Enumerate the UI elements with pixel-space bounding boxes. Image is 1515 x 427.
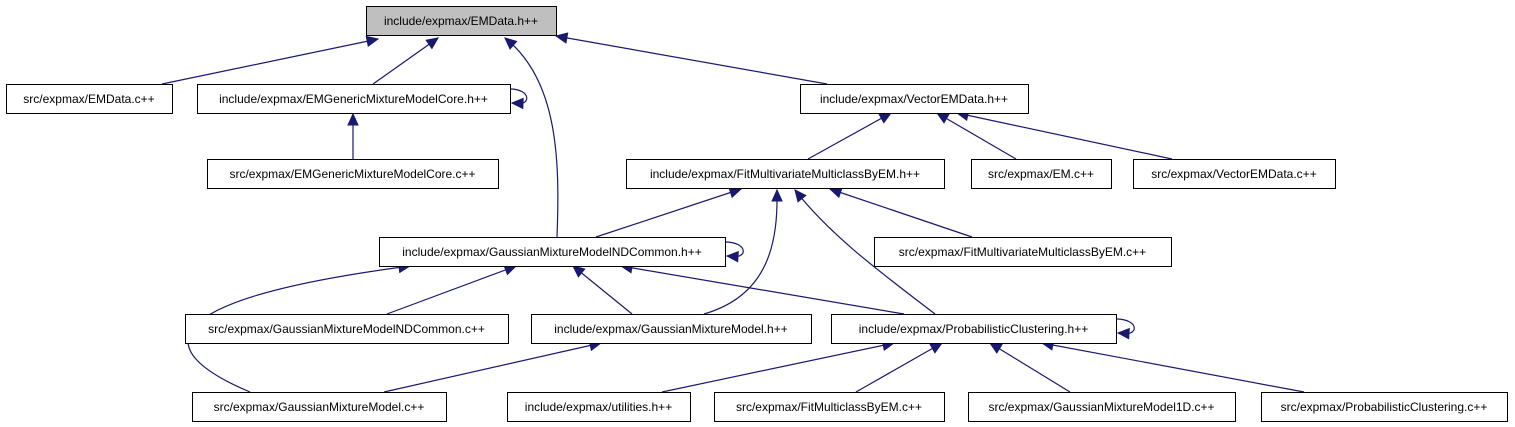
node-fitmulti_h[interactable]: include/expmax/FitMultivariateMulticlass… (626, 159, 945, 189)
node-label: include/expmax/VectorEMData.h++ (820, 92, 1008, 106)
edge-fitmulti_h-to-vectoremdata_h-arrowhead (878, 112, 893, 124)
node-fitmulti_c[interactable]: src/expmax/FitMultivariateMulticlassByEM… (874, 237, 1172, 267)
node-probclust_c[interactable]: src/expmax/ProbabilisticClustering.c++ (1261, 392, 1508, 422)
edge-gmmnd_h-to-fitmulti_h-arrowhead (728, 187, 743, 199)
node-box[interactable] (185, 314, 509, 344)
node-box[interactable] (192, 392, 447, 422)
edge-fitmulti_h-to-vectoremdata_h (807, 112, 892, 160)
edge-gmmcore_h-to-gmmcore_h-arrowhead (510, 97, 524, 110)
edge-fitmulticlass_c-to-probclust_h-arrowhead (929, 342, 944, 354)
edges-layer (161, 32, 1305, 393)
edge-gmmcore_h-to-emdata_h (372, 37, 439, 85)
node-vectoremdata_h[interactable]: include/expmax/VectorEMData.h++ (800, 84, 1029, 114)
node-label: src/expmax/VectorEMData.c++ (1151, 167, 1316, 181)
node-emdata_c[interactable]: src/expmax/EMData.c++ (6, 84, 173, 114)
node-label: include/expmax/EMData.h++ (384, 14, 538, 28)
node-label: include/expmax/ProbabilisticClustering.h… (859, 322, 1088, 336)
edge-gmm_h-to-gmmnd_h-arrowhead (572, 265, 586, 278)
node-label: src/expmax/FitMultivariateMulticlassByEM… (899, 245, 1146, 259)
node-fitmulticlass_c[interactable]: src/expmax/FitMulticlassByEM.c++ (714, 392, 945, 422)
node-emdata_h[interactable]: include/expmax/EMData.h++ (366, 6, 557, 36)
edge-probclust_h-to-gmmnd_h (620, 265, 905, 315)
node-label: include/expmax/utilities.h++ (525, 400, 672, 414)
node-gmm_c[interactable]: src/expmax/GaussianMixtureModel.c++ (192, 392, 447, 422)
edge-emdata_c-to-emdata_h (161, 38, 379, 85)
node-gmm_h[interactable]: include/expmax/GaussianMixtureModel.h++ (531, 314, 812, 344)
edge-gmm_h-to-fitmulti_h (703, 189, 778, 315)
node-box[interactable] (971, 159, 1112, 189)
node-box[interactable] (714, 392, 945, 422)
node-box[interactable] (968, 392, 1236, 422)
node-vectoremdata_c[interactable]: src/expmax/VectorEMData.c++ (1133, 159, 1336, 189)
edge-gmm1d_c-to-probclust_h-arrowhead (988, 342, 1003, 354)
node-label: src/expmax/EMGenericMixtureModelCore.c++ (229, 167, 475, 181)
node-probclust_h[interactable]: include/expmax/ProbabilisticClustering.h… (831, 314, 1117, 344)
edge-emdata_c-to-emdata_h-arrowhead (365, 35, 380, 48)
node-box[interactable] (379, 237, 726, 267)
edge-gmmcore_h-to-emdata_h-arrowhead (425, 37, 439, 50)
node-label: src/expmax/GaussianMixtureModel.c++ (214, 400, 425, 414)
node-label: src/expmax/GaussianMixtureModelNDCommon.… (208, 322, 485, 336)
node-gmmcore_h[interactable]: include/expmax/EMGenericMixtureModelCore… (197, 84, 511, 114)
edge-em_c-to-vectoremdata_h-arrowhead (935, 112, 950, 124)
edge-em_c-to-vectoremdata_h (936, 112, 1017, 160)
node-em_c[interactable]: src/expmax/EM.c++ (971, 159, 1112, 189)
edge-probclust_c-to-probclust_h (1041, 342, 1305, 393)
edge-probclust_h-to-fitmulti_h (794, 189, 936, 315)
edge-gmm_h-to-gmmnd_h (572, 265, 633, 315)
edge-gmmnd_h-to-fitmulti_h (595, 188, 742, 238)
node-label: src/expmax/EMData.c++ (23, 92, 154, 106)
edge-vectoremdata_h-to-emdata_h-arrowhead (554, 32, 569, 44)
node-box[interactable] (197, 84, 511, 114)
edge-fitmulti_c-to-fitmulti_h-arrowhead (828, 187, 843, 199)
node-box[interactable] (874, 237, 1172, 267)
edge-vectoremdata_c-to-vectoremdata_h (956, 112, 1173, 160)
node-box[interactable] (1261, 392, 1508, 422)
node-gmmnd_h[interactable]: include/expmax/GaussianMixtureModelNDCom… (379, 237, 726, 267)
node-box[interactable] (531, 314, 812, 344)
node-gmmnd_c[interactable]: src/expmax/GaussianMixtureModelNDCommon.… (185, 314, 509, 344)
edge-fitmulticlass_c-to-probclust_h (855, 342, 943, 393)
edge-gmmnd_h-to-emdata_h (504, 37, 559, 238)
node-box[interactable] (800, 84, 1029, 114)
edge-gmmnd_h-to-emdata_h-arrowhead (504, 37, 518, 50)
edge-utilities_h-to-probclust_h (661, 342, 895, 393)
edge-probclust_h-to-fitmulti_h-arrowhead (794, 189, 807, 203)
node-box[interactable] (626, 159, 945, 189)
node-label: src/expmax/FitMulticlassByEM.c++ (736, 400, 922, 414)
edge-fitmulti_c-to-fitmulti_h (829, 188, 973, 238)
node-label: src/expmax/ProbabilisticClustering.c++ (1281, 400, 1488, 414)
node-box[interactable] (366, 6, 557, 36)
node-label: include/expmax/GaussianMixtureModel.h++ (554, 322, 787, 336)
edge-gmm_c-to-gmm_h (383, 342, 602, 393)
edge-gmm1d_c-to-probclust_h (989, 342, 1071, 393)
node-box[interactable] (507, 392, 691, 422)
node-box[interactable] (6, 84, 173, 114)
node-label: src/expmax/EM.c++ (988, 167, 1094, 181)
node-label: include/expmax/GaussianMixtureModelNDCom… (402, 245, 701, 259)
node-gmmcore_c[interactable]: src/expmax/EMGenericMixtureModelCore.c++ (207, 159, 499, 189)
node-box[interactable] (1133, 159, 1336, 189)
edge-vectoremdata_h-to-emdata_h (555, 35, 828, 85)
node-gmm1d_c[interactable]: src/expmax/GaussianMixtureModel1D.c++ (968, 392, 1236, 422)
node-box[interactable] (207, 159, 499, 189)
node-label: src/expmax/GaussianMixtureModel1D.c++ (988, 400, 1214, 414)
node-label: include/expmax/EMGenericMixtureModelCore… (219, 92, 488, 106)
node-label: include/expmax/FitMultivariateMulticlass… (650, 167, 920, 181)
edge-probclust_h-to-probclust_h-arrowhead (1116, 327, 1130, 340)
edge-gmmcore_c-to-gmmcore_h-arrowhead (347, 112, 359, 126)
node-box[interactable] (831, 314, 1117, 344)
edge-gmmnd_c-to-gmmnd_h (386, 265, 517, 315)
nodes-layer: include/expmax/EMData.h++ src/expmax/EMDa… (6, 6, 1508, 422)
node-utilities_h[interactable]: include/expmax/utilities.h++ (507, 392, 691, 422)
edge-gmmnd_h-to-gmmnd_h-arrowhead (725, 250, 739, 263)
edge-gmm_h-to-fitmulti_h-arrowhead (771, 188, 783, 202)
